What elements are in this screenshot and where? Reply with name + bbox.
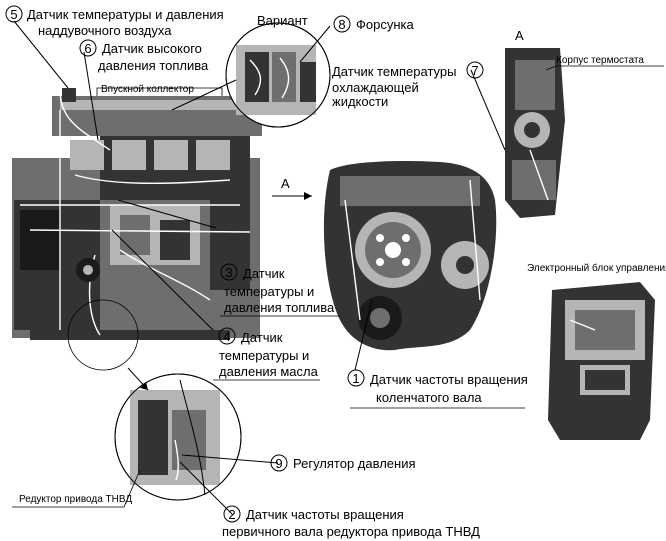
ecu-detail (548, 282, 655, 440)
callout-8: 8 Форсунка (333, 15, 414, 33)
callout-4-line1: Датчик (241, 330, 283, 345)
callout-9-line1: Регулятор давления (293, 456, 416, 471)
callout-3: 3 Датчик температуры и давления топлива (220, 263, 340, 317)
callout-6: 6 Датчик высокого давления топлива (79, 39, 209, 73)
callout-5-line2: наддувочного воздуха (38, 23, 172, 38)
reducer-caption: Редуктор привода ТНВД (19, 494, 132, 505)
front-view-a (323, 160, 497, 351)
callout-5-number: 5 (10, 7, 17, 22)
callout-9: 9 Регулятор давления (270, 454, 416, 472)
callout-3-line1: Датчик (243, 266, 285, 281)
callout-1-line1: Датчик частоты вращения (370, 372, 528, 387)
callout-8-number: 8 (338, 17, 345, 32)
callout-5-line1: Датчик температуры и давления (27, 7, 224, 22)
callout-7-line2: охлаждающей (332, 80, 419, 95)
callout-7: 7 Датчик температуры охлаждающей жидкост… (332, 61, 484, 109)
callout-3-line3: давления топлива (224, 300, 335, 315)
view-a-arrow-label: A (281, 176, 290, 191)
intake-manifold-caption: Впускной коллектор (101, 84, 194, 95)
engine-side-view (12, 88, 262, 340)
callout-9-number: 9 (275, 456, 282, 471)
callout-4-line2: температуры и (219, 348, 309, 363)
callout-1-line2: коленчатого вала (376, 390, 482, 405)
view-a-title: A (515, 28, 524, 43)
callout-1: 1 Датчик частоты вращения коленчатого ва… (347, 369, 528, 409)
ecu-caption: Электронный блок управления (527, 262, 666, 274)
zoom-source-circle (67, 299, 139, 371)
callout-6-number: 6 (84, 41, 91, 56)
variant-detail (225, 22, 331, 128)
variant-caption: Вариант (257, 13, 308, 28)
callout-6-line1: Датчик высокого (102, 41, 202, 56)
callout-1-number: 1 (352, 371, 359, 386)
callout-2-line2: первичного вала редуктора привода ТНВД (222, 524, 480, 539)
callout-7-line1: Датчик температуры (332, 64, 456, 79)
callout-3-line2: температуры и (224, 284, 314, 299)
callout-7-number: 7 (471, 63, 478, 78)
callout-4: 4 Датчик температуры и давления масла (213, 327, 320, 381)
reducer-detail (114, 373, 242, 501)
callout-2: 2 Датчик частоты вращения первичного вал… (222, 505, 480, 539)
callout-4-number: 4 (223, 329, 230, 344)
callout-3-number: 3 (225, 265, 232, 280)
callout-2-line1: Датчик частоты вращения (246, 507, 404, 522)
thermostat-detail (505, 48, 565, 218)
callout-4-line3: давления масла (219, 364, 319, 379)
callout-8-line1: Форсунка (356, 17, 414, 32)
callout-2-number: 2 (228, 507, 235, 522)
thermostat-caption: Корпус термостата (556, 55, 644, 66)
callout-6-line2: давления топлива (98, 58, 209, 73)
callout-5: 5 Датчик температуры и давления наддувоч… (5, 5, 224, 38)
callout-7-line3: жидкости (332, 94, 388, 109)
